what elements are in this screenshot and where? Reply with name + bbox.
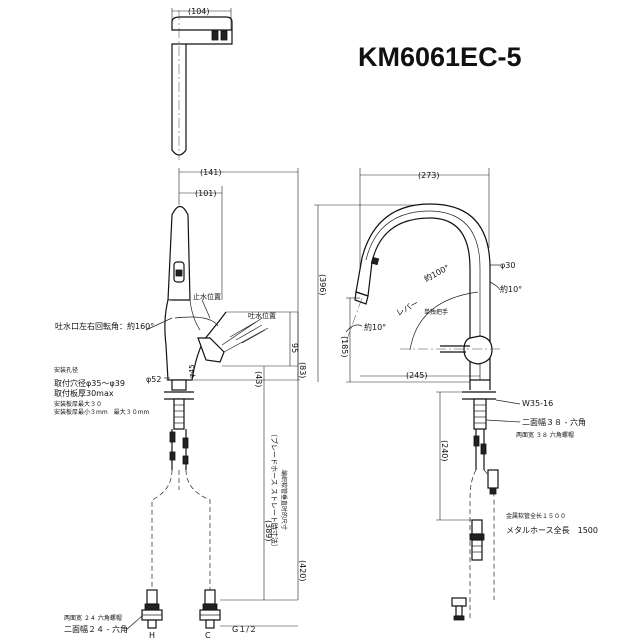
braid-hose-cn: 编织软管垂直时的尺寸 (280, 470, 288, 530)
dim-396: (396) (318, 274, 327, 296)
nut24-cn: 两面宽 ２４ 六角螺帽 (64, 614, 122, 622)
rotation-label: 吐水口左右回転角：約160° (55, 321, 154, 331)
dim-43: (43) (254, 371, 263, 387)
nut38-label: 二面幅３８ - 六角 (522, 417, 586, 427)
dim-141: (141) (200, 168, 222, 177)
panel-thickness-min: 安装板厚最小３mm 最大３０mm (54, 408, 150, 416)
angle-10-b: 約10° (500, 284, 522, 294)
braid-hose-label: （ブレードホース ストレート時寸法） (270, 430, 279, 551)
lever-label: レバー (395, 299, 420, 318)
w35-label: W35-16 (522, 399, 553, 408)
connector-c (199, 589, 221, 629)
phi45-label: φ45 (188, 364, 196, 378)
panel-thickness-cn: 安装板厚最大３０ (54, 400, 102, 408)
mount-hole-dia: 取付穴径φ35〜φ39 (54, 378, 125, 388)
spout-position-label: 吐水位置 (248, 311, 276, 320)
connector-h (141, 589, 163, 629)
dim-240: (240) (440, 440, 449, 462)
dim-83: (83) (298, 362, 307, 378)
model-title: KM6061EC-5 (358, 42, 522, 72)
phi30-label: φ30 (500, 261, 515, 270)
port-h-label: H (149, 631, 155, 640)
dim-389: (389) (264, 520, 273, 542)
phi52-label: φ52 (146, 375, 161, 384)
metal-hose-cn: 金属软管全长１５００ (506, 512, 566, 520)
dim-101: (101) (195, 189, 217, 198)
top-view: (104) (171, 7, 233, 160)
dim-273: (273) (418, 171, 440, 180)
stop-position-label: 止水位置 (193, 292, 221, 301)
metal-hose-label: メタルホース全長 1500 (506, 525, 598, 535)
dim-104: (104) (188, 7, 210, 16)
angle-100: 約100° (422, 262, 451, 284)
port-c-label: C (205, 631, 211, 640)
thread-label: G１/２ (232, 625, 257, 634)
dim-185: (185) (340, 336, 349, 358)
mount-hole-cn: 安装孔径 (54, 366, 78, 374)
nut24-label: 二面幅２４ - 六角 (64, 624, 128, 634)
side-view: (273) (396) (185) (245) (314, 168, 598, 621)
angle-10-a: 約10° (364, 322, 386, 332)
dim-245: (245) (406, 371, 428, 380)
dim-95: 95 (290, 343, 299, 353)
single-lever-label: 単独把手 (424, 308, 448, 316)
front-view: (141) (101) 止水位置 吐水位置 吐水口左右回転角：約160° 95 … (54, 168, 307, 640)
mount-thickness: 取付板厚30max (54, 388, 114, 398)
nut38-cn: 两面宽 ３８ 六角螺帽 (516, 431, 574, 439)
dim-420: (420) (298, 560, 307, 582)
